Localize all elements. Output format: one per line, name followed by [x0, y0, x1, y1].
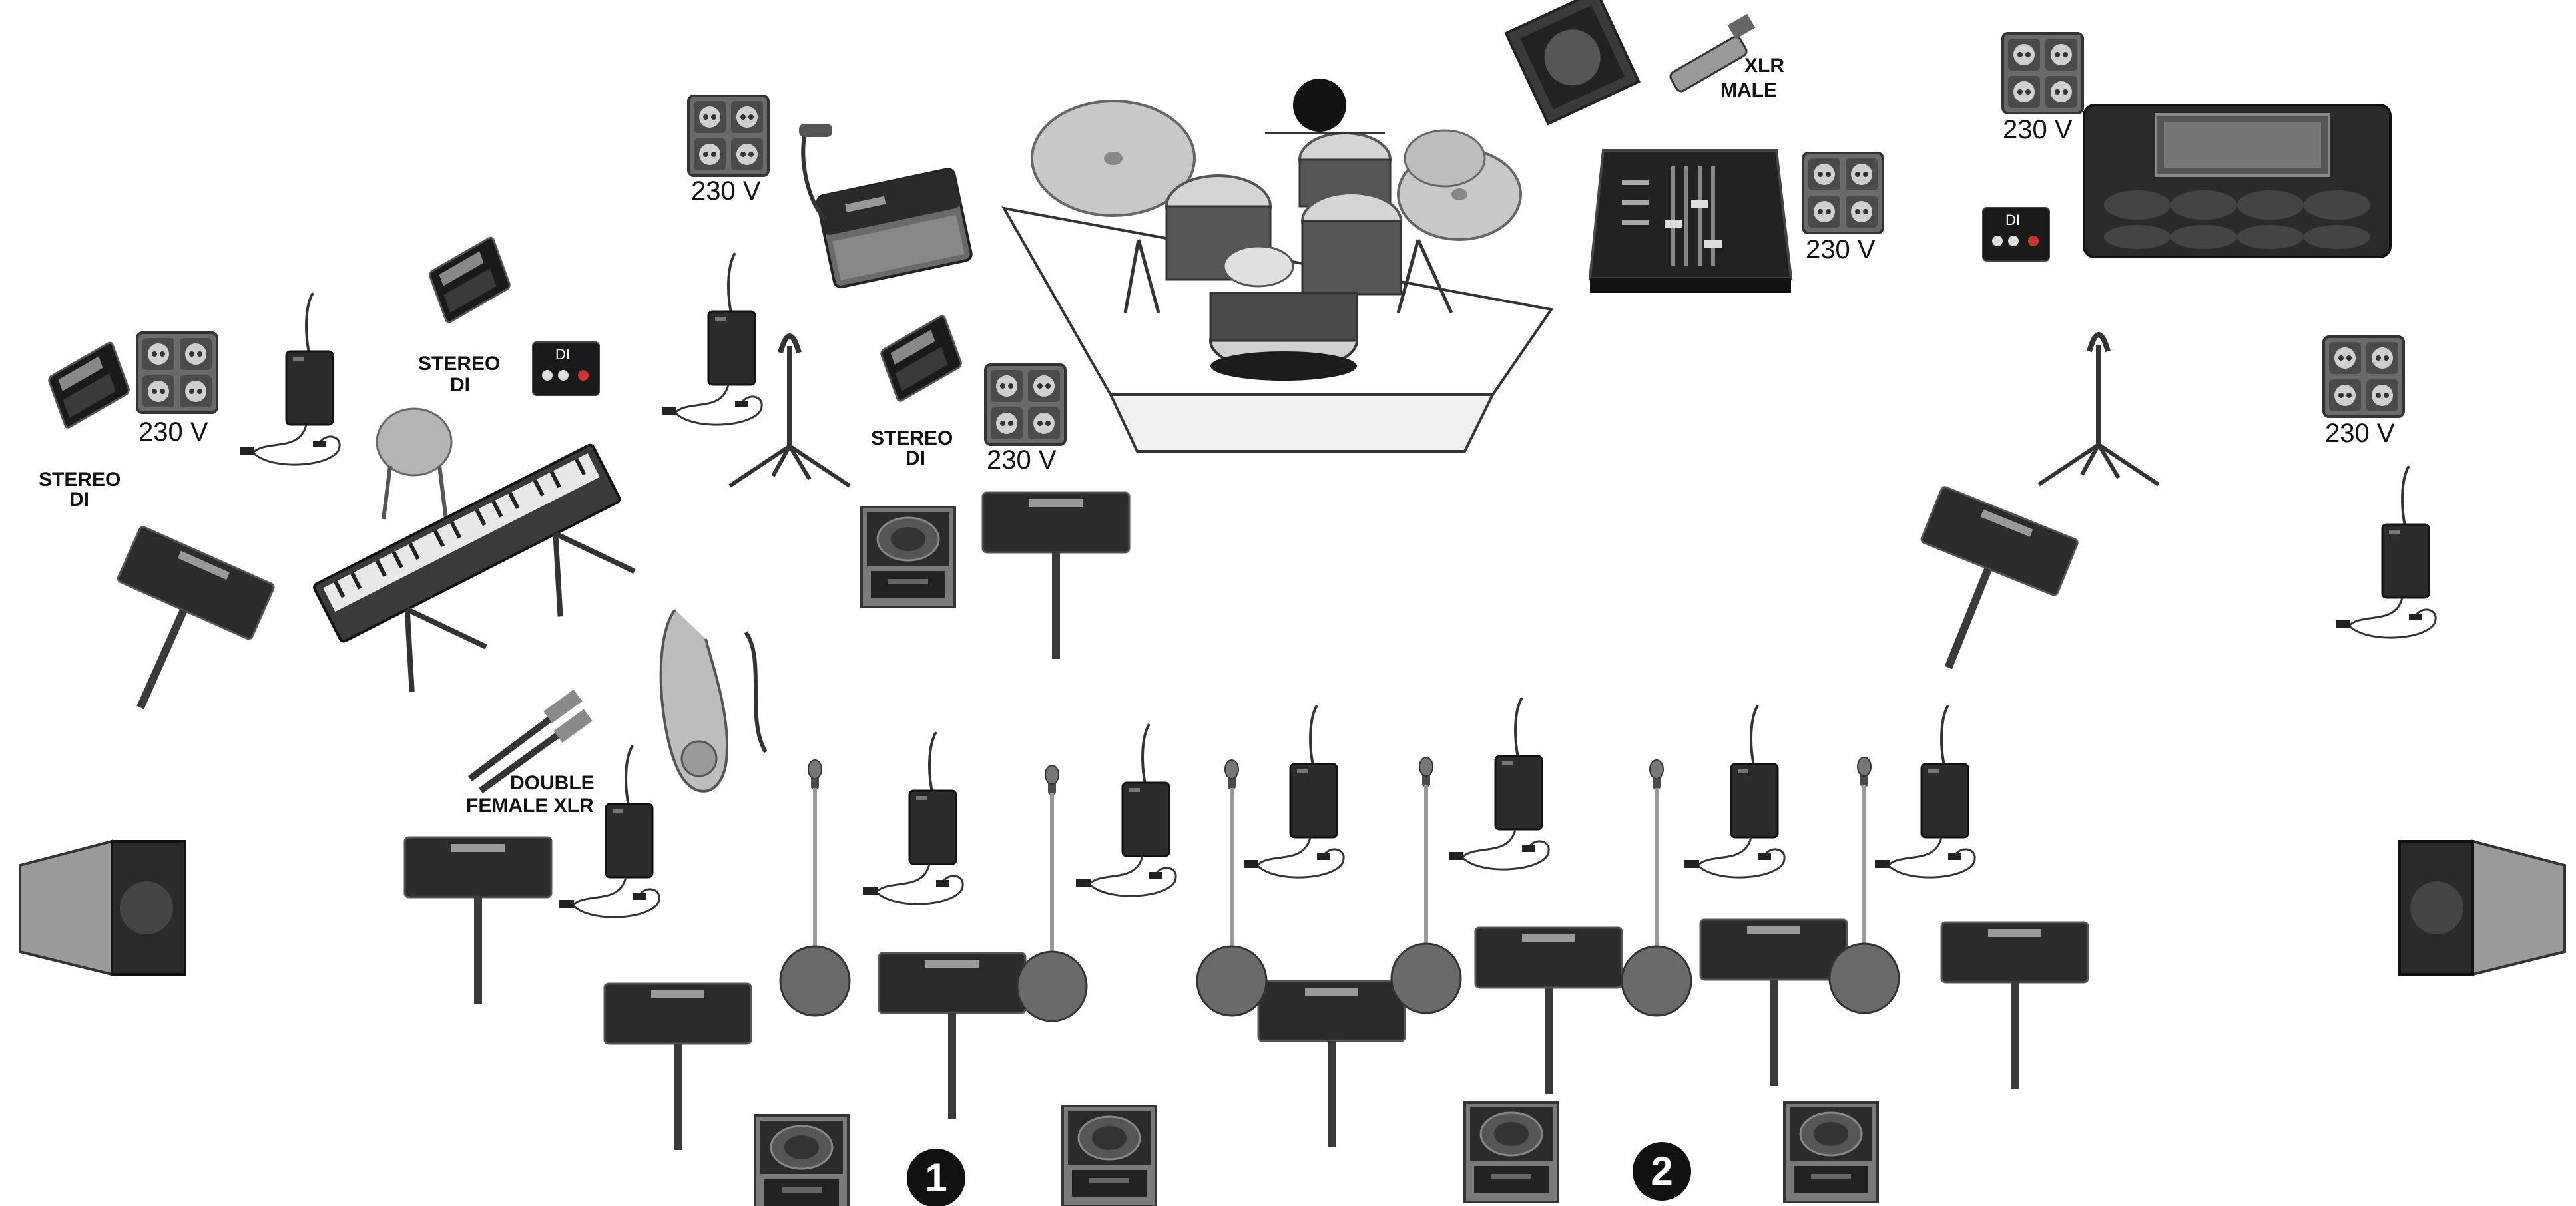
stage-monitor-icon	[1463, 1101, 1559, 1203]
music-stand-icon	[1699, 918, 1848, 1088]
di-badge: DI	[555, 346, 570, 363]
guitar-amp-icon	[816, 168, 973, 289]
wireless-pack-icon	[1242, 704, 1346, 879]
wireless-pack-icon	[660, 252, 764, 427]
mic-stand-icon	[1016, 764, 1088, 1022]
music-stand-icon	[403, 836, 553, 1005]
wireless-pack-icon	[1075, 723, 1178, 898]
stereo-di-label-1: STEREO	[39, 469, 121, 491]
stage-monitor-icon	[1783, 1101, 1879, 1203]
guitar-amp-icon	[1504, 0, 1641, 126]
voltage-label: 230 V	[2003, 115, 2073, 144]
stereo-di-label-2: DI	[905, 447, 925, 469]
di-badge: DI	[2005, 212, 2020, 228]
power-outlet-icon	[2322, 335, 2405, 418]
voltage-label: 230 V	[2325, 419, 2395, 448]
monitor-number-1: 1	[907, 1149, 965, 1206]
mic-stand-icon	[1828, 756, 1900, 1014]
mic-stand-icon	[1390, 756, 1462, 1014]
stereo-di-label-1: STEREO	[418, 353, 500, 375]
stage-monitor-icon	[860, 506, 956, 608]
power-outlet-icon	[984, 363, 1067, 446]
stereo-di-box-icon	[419, 235, 520, 325]
amplifier-icon	[2083, 104, 2392, 258]
power-outlet-icon	[2001, 32, 2084, 114]
double-xlr-label-1: DOUBLE	[510, 772, 595, 794]
stage-monitor-icon	[1061, 1105, 1157, 1206]
wireless-pack-icon	[1683, 704, 1786, 879]
music-stand-icon	[1940, 921, 2089, 1090]
mic-stand-icon	[779, 759, 851, 1017]
mixer-icon	[1588, 149, 1793, 293]
wireless-pack-icon	[2334, 465, 2438, 640]
saxophone-icon	[659, 608, 768, 793]
power-outlet-icon	[687, 95, 770, 177]
clip-mic-icon	[799, 124, 832, 222]
keyboard-icon	[313, 443, 636, 693]
wireless-pack-icon	[1874, 704, 1977, 879]
wireless-pack-icon	[862, 731, 965, 906]
power-outlet-icon	[1802, 152, 1884, 234]
music-stand-icon	[1257, 980, 1406, 1149]
voltage-label: 230 V	[691, 176, 761, 206]
power-outlet-icon	[136, 331, 218, 414]
svg-text:2: 2	[1651, 1149, 1673, 1193]
wireless-pack-icon	[558, 744, 661, 919]
music-stand-icon	[1879, 485, 2080, 696]
pa-speaker-icon	[2398, 839, 2566, 976]
voltage-label: 230 V	[1806, 235, 1876, 264]
svg-text:1: 1	[925, 1155, 947, 1200]
music-stand-icon	[878, 952, 1027, 1121]
music-stand-icon	[72, 524, 276, 739]
pa-speaker-icon	[19, 839, 186, 976]
music-stand-icon	[981, 491, 1131, 660]
music-stand-icon	[603, 982, 752, 1151]
mic-stand-icon	[1621, 759, 1692, 1017]
xlr-cable-icon	[468, 689, 593, 794]
mic-stand-icon	[1196, 759, 1268, 1017]
stereo-di-label-2: DI	[450, 374, 470, 396]
xlr-male-label-1: XLR	[1744, 55, 1784, 77]
voltage-label: 230 V	[138, 417, 208, 447]
stereo-di-box-icon	[871, 313, 971, 403]
stage-monitor-icon	[754, 1114, 850, 1206]
stereo-di-label-1: STEREO	[871, 427, 953, 449]
xlr-cable-icon	[1669, 13, 1756, 93]
music-stand-icon	[1474, 926, 1623, 1096]
wireless-pack-icon	[1447, 696, 1551, 871]
stereo-di-label-2: DI	[69, 489, 89, 510]
double-xlr-label-2: FEMALE XLR	[466, 795, 594, 817]
xlr-male-label-2: MALE	[1720, 79, 1777, 101]
tripod-stand-icon	[2039, 335, 2159, 485]
monitor-number-2: 2	[1633, 1142, 1691, 1201]
stool-icon	[376, 407, 453, 520]
voltage-label: 230 V	[987, 445, 1057, 475]
stereo-di-box-icon	[39, 340, 139, 430]
drum-kit-icon	[1031, 79, 1522, 381]
wireless-pack-icon	[238, 292, 342, 467]
